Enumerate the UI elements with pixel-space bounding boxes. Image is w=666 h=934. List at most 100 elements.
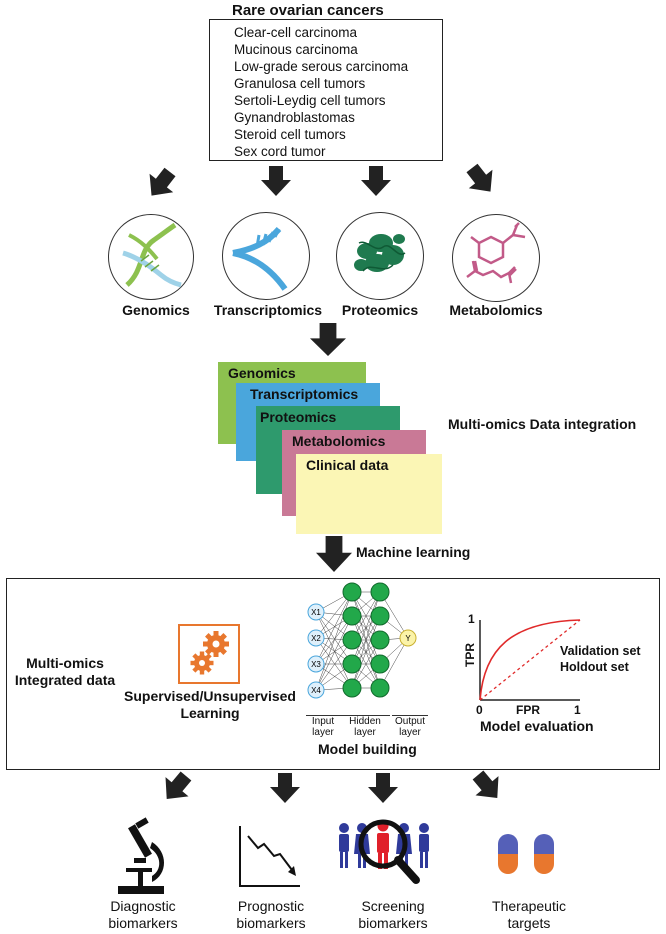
input-layer-caption: Input layer — [306, 715, 340, 738]
learning-label: Supervised/Unsupervised Learning — [120, 688, 300, 722]
outcome-line: Therapeutic — [492, 898, 566, 914]
arrow-icon — [310, 323, 346, 356]
nn-hidden-node — [370, 654, 390, 674]
hidden-layer-caption: Hidden layer — [340, 715, 390, 738]
output-layer-caption: Output layer — [392, 715, 428, 738]
roc-validation-set: Validation set — [560, 644, 641, 658]
caption-line: layer — [354, 727, 376, 738]
arrow-icon — [466, 765, 509, 808]
caption-line: Hidden — [349, 716, 381, 727]
nn-connection — [351, 615, 381, 689]
metabolomics-circle — [452, 214, 540, 302]
gears-box — [178, 624, 240, 684]
outcome-line: targets — [507, 915, 551, 931]
cancer-item: Clear-cell carcinoma — [234, 25, 358, 40]
genomics-circle — [108, 214, 194, 300]
arrow-icon — [270, 773, 300, 803]
cancer-item: Mucinous carcinoma — [234, 42, 358, 57]
roc-origin: 0 — [476, 703, 483, 717]
arrow-icon — [460, 158, 503, 201]
arrow-icon — [361, 166, 391, 196]
nn-connection — [315, 637, 353, 689]
capsules-icon — [498, 834, 554, 874]
outcome-line: biomarkers — [236, 915, 306, 931]
model-evaluation-caption: Model evaluation — [480, 718, 594, 734]
caption-line: Output — [394, 716, 426, 727]
nn-hidden-node — [342, 678, 362, 698]
learning-label-line: Supervised/Unsupervised — [124, 688, 296, 704]
nn-connection — [315, 611, 353, 665]
cancer-item: Low-grade serous carcinoma — [234, 59, 409, 74]
outcome-line: biomarkers — [358, 915, 428, 931]
ml-label: Machine learning — [356, 544, 471, 560]
caption-line: layer — [399, 727, 421, 738]
arrow-icon — [139, 162, 182, 205]
omics-label: Metabolomics — [449, 302, 543, 318]
arrow-icon — [261, 166, 291, 196]
dna-icon — [122, 222, 182, 288]
nn-node-label: X3 — [311, 660, 321, 669]
nn-connection — [315, 591, 353, 639]
input-label: Multi-omics Integrated data — [6, 655, 124, 689]
input-label-line: Multi-omics — [26, 655, 104, 671]
omics-label: Genomics — [122, 302, 190, 318]
layer-label: Clinical data — [306, 457, 389, 473]
nn-connection — [315, 591, 353, 665]
nn-connection — [315, 615, 353, 665]
cancer-item: Granulosa cell tumors — [234, 76, 366, 91]
molecule-icon — [466, 222, 526, 284]
cancer-item: Gynandroblastomas — [234, 110, 355, 125]
outcome-line: Screening — [361, 898, 425, 914]
arrow-icon — [316, 536, 352, 572]
layer-label: Metabolomics — [292, 433, 386, 449]
nn-hidden-node — [370, 606, 390, 626]
roc-x-right: 1 — [574, 703, 581, 717]
outcome-therapeutic: Therapeutic targets — [474, 898, 584, 932]
roc-xlabel: FPR — [516, 703, 540, 717]
nn-input-node — [307, 655, 325, 673]
layer-clinical: Clinical data — [296, 454, 442, 534]
nn-input-node — [307, 629, 325, 647]
nn-node-label: X2 — [311, 634, 321, 643]
transcriptomics-circle — [222, 212, 310, 300]
nn-node-label: X4 — [311, 686, 321, 695]
roc-curve — [479, 619, 581, 701]
layer-label: Transcriptomics — [250, 386, 359, 402]
declining-chart-icon — [239, 826, 300, 887]
outcome-line: Diagnostic — [110, 898, 176, 914]
nn-hidden-node — [370, 678, 390, 698]
nn-input-node — [307, 681, 325, 699]
cancer-list-box: Clear-cell carcinoma Mucinous carcinoma … — [209, 19, 443, 161]
diagram-title: Rare ovarian cancers — [232, 2, 384, 19]
learning-label-line: Learning — [180, 705, 240, 721]
arrow-icon — [155, 766, 198, 809]
nn-hidden-node — [342, 654, 362, 674]
cancer-item: Sertoli-Leydig cell tumors — [234, 93, 386, 108]
nn-hidden-node — [370, 630, 390, 650]
model-building-caption: Model building — [318, 741, 417, 757]
roc-ylabel: TPR — [463, 643, 477, 667]
nn-hidden-node — [342, 630, 362, 650]
arrow-icon — [368, 773, 398, 803]
nn-connection — [379, 637, 409, 689]
nn-connection — [315, 591, 353, 691]
nn-hidden-node — [342, 582, 362, 602]
caption-line: layer — [312, 727, 334, 738]
magnifier-people-icon — [339, 819, 429, 884]
omics-label: Proteomics — [341, 302, 419, 318]
roc-chart — [479, 619, 581, 701]
protein-icon — [354, 234, 406, 272]
gears-icon — [190, 631, 229, 675]
integration-caption: Multi-omics Data integration — [448, 416, 637, 432]
microscope-icon — [118, 817, 164, 894]
nn-connection — [315, 639, 353, 691]
nn-input-node — [307, 603, 325, 621]
outcome-prognostic: Prognostic biomarkers — [216, 898, 326, 932]
roc-y-top: 1 — [468, 612, 475, 626]
nn-connection — [315, 611, 353, 689]
outcome-line: Prognostic — [237, 898, 305, 914]
roc-holdout-set: Holdout set — [560, 660, 629, 674]
layer-label: Proteomics — [260, 409, 337, 425]
nn-node-label: X1 — [311, 608, 321, 617]
